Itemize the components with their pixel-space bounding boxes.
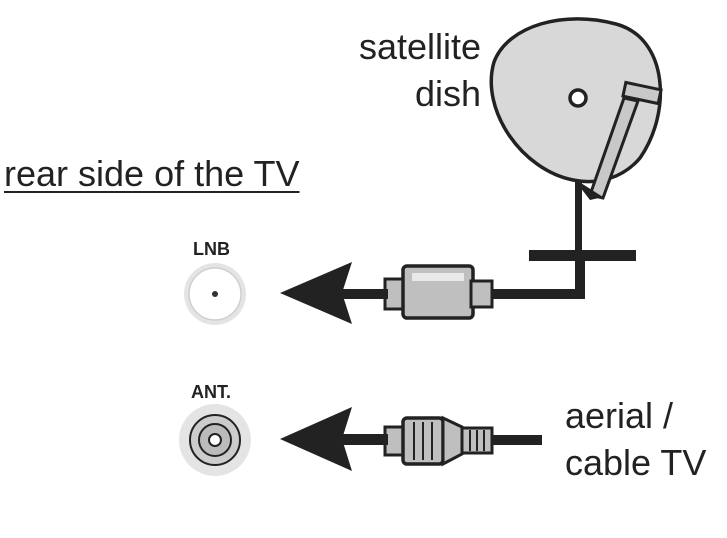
lnb-head [621,80,663,106]
aerial-label-line1: aerial / [565,395,674,436]
dish-center-bolt [568,88,588,108]
lnb-port-label: LNB [193,239,230,259]
satellite-dish-label-line1: satellite [358,26,481,67]
rear-side-label: rear side of the TV [4,153,300,194]
dish-feed-arm [588,96,640,200]
dish-crossbar [529,250,636,261]
aerial-plug [338,415,494,467]
aerial-cable [490,435,542,445]
ant-port-label: ANT. [191,382,231,402]
lnb-port [184,263,246,325]
arrow-to-lnb [280,262,352,324]
ant-port [179,404,251,476]
aerial-label-line2: cable TV [565,442,707,483]
satellite-dish [489,17,663,261]
arrow-to-ant [280,407,352,471]
satellite-cable [492,261,585,299]
dish-mast [575,180,582,252]
lnb-connector [338,264,494,320]
satellite-dish-label-line2: dish [414,73,481,114]
